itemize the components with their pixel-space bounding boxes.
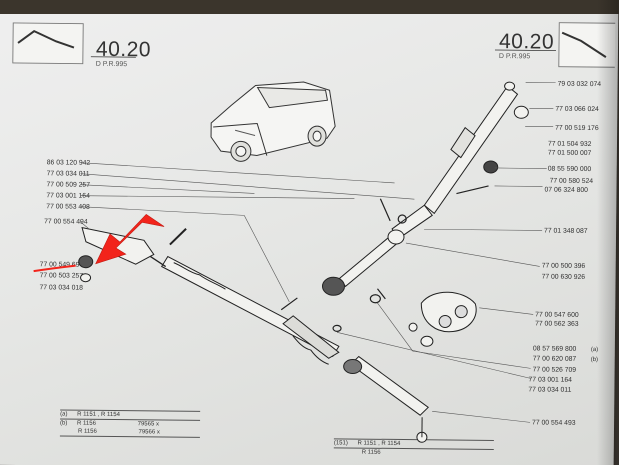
steering-rack xyxy=(137,247,340,365)
steering-column xyxy=(321,81,529,296)
red-arrow-icon xyxy=(95,213,165,265)
page-shadow xyxy=(597,0,619,465)
car-illustration xyxy=(210,81,336,162)
leader-lines xyxy=(79,82,556,423)
tie-rod xyxy=(343,355,429,443)
thumbnail-left xyxy=(12,22,84,65)
bolt-parts xyxy=(280,185,489,332)
thumb-column-left-icon xyxy=(17,29,75,49)
flange-mount xyxy=(408,291,477,347)
table-edge xyxy=(0,0,619,14)
thumb-column-right-icon xyxy=(561,31,607,58)
mounting-bracket xyxy=(78,227,187,283)
red-arrow-annotation xyxy=(33,213,165,273)
red-underline xyxy=(33,264,76,273)
exploded-diagram xyxy=(12,22,616,443)
